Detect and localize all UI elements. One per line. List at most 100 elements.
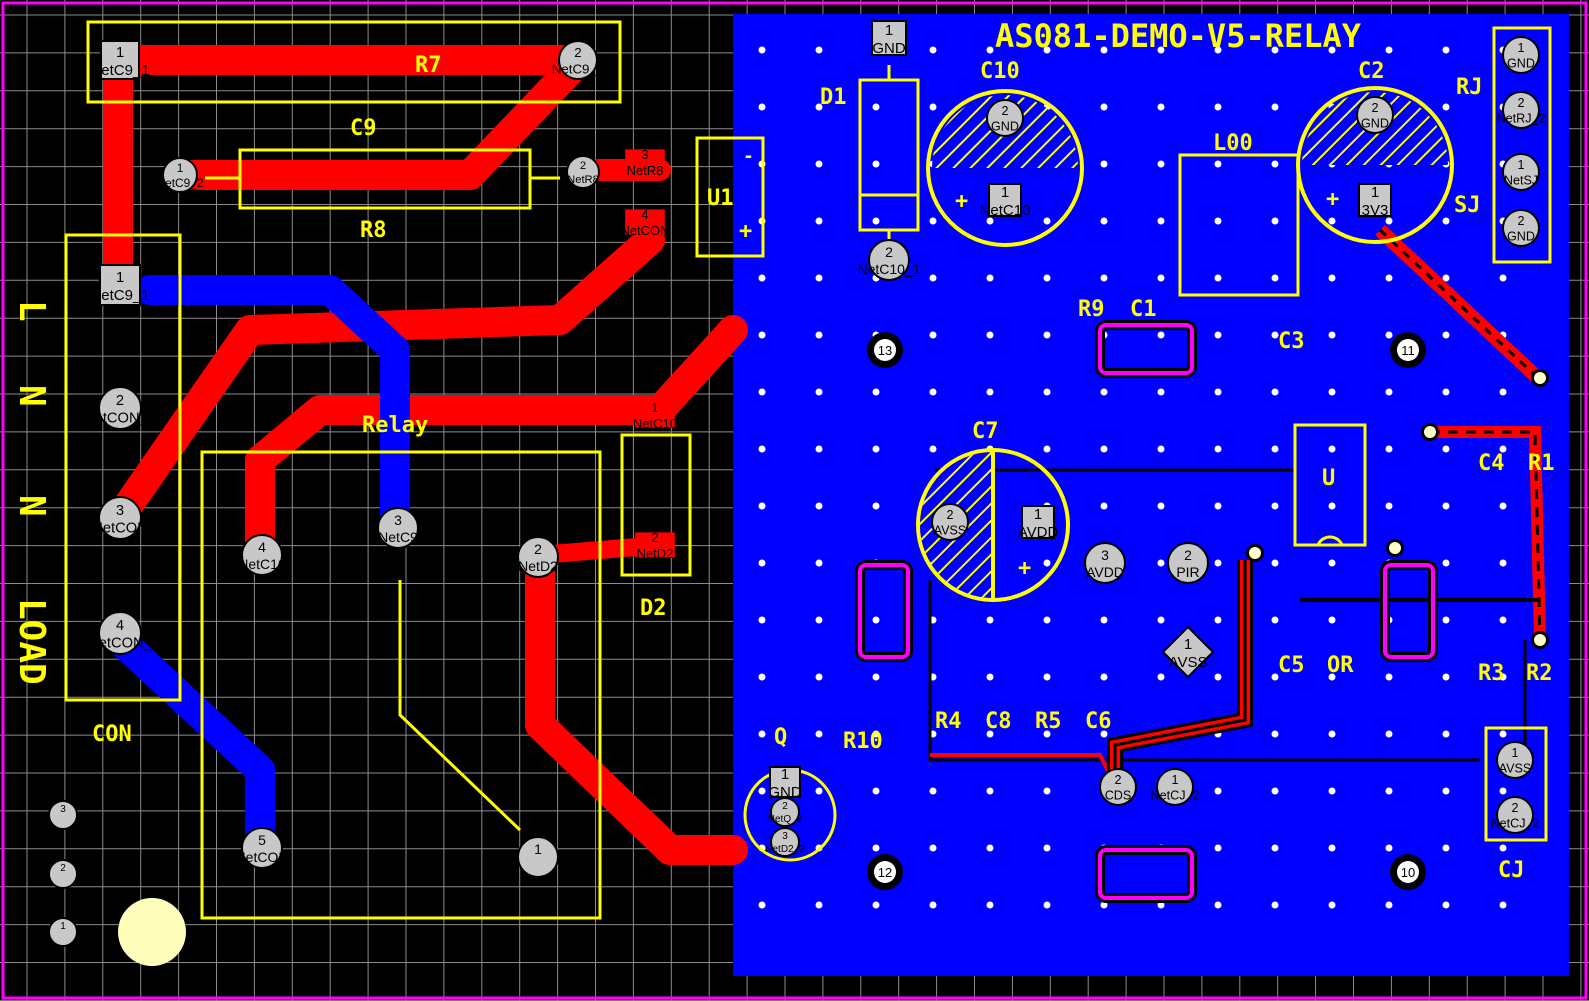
via-dot <box>929 274 937 282</box>
via-dot <box>815 901 823 909</box>
pad-number: 2 <box>1114 773 1121 787</box>
silkscreen-outlines <box>64 20 1552 920</box>
via-dot <box>872 787 880 795</box>
via-dot <box>1157 502 1165 510</box>
via-dot <box>1214 388 1222 396</box>
via-dot <box>758 331 766 339</box>
label-relay: Relay <box>362 413 428 438</box>
via-dot <box>1442 616 1450 624</box>
pad-pin[interactable]: 3 <box>48 800 78 830</box>
via-dot <box>758 445 766 453</box>
via-dot <box>1214 901 1222 909</box>
outline-relay <box>200 450 602 920</box>
via-dot <box>1499 901 1507 909</box>
pad-net-label: CDS <box>1105 789 1132 803</box>
via-dot <box>1043 217 1051 225</box>
via-dot <box>1271 559 1279 567</box>
board-title: AS081-DEMO-V5-RELAY <box>995 17 1362 55</box>
label-r1: R1 <box>1528 451 1555 476</box>
via-dot <box>1214 331 1222 339</box>
via-dot <box>1442 388 1450 396</box>
outline-l00 <box>1178 153 1300 297</box>
via-dot <box>815 616 823 624</box>
via-dot <box>1100 217 1108 225</box>
via-dot <box>1328 445 1336 453</box>
via-dot <box>1328 787 1336 795</box>
via-dot <box>1499 616 1507 624</box>
outline-rj-sj <box>1492 26 1552 264</box>
pad-number: 1 <box>1001 184 1009 201</box>
pad-number: 3 <box>394 512 402 528</box>
outline-r7-c9 <box>86 20 622 104</box>
c10-body <box>926 89 1084 247</box>
label-r4: R4 <box>935 709 962 734</box>
via-dot <box>1100 502 1108 510</box>
bottom-traces <box>105 275 410 865</box>
via-dot <box>929 787 937 795</box>
smd-outlines <box>855 320 1438 903</box>
pad-pin[interactable]: 2 <box>48 859 78 889</box>
via-dot <box>986 274 994 282</box>
via-dot <box>758 559 766 567</box>
via-dot <box>1328 616 1336 624</box>
pad-pin[interactable]: 1 <box>48 917 78 947</box>
pad-number: 1 <box>651 400 658 415</box>
pad-number: 2 <box>1517 96 1524 110</box>
via-dot <box>1157 331 1165 339</box>
via-dot <box>929 901 937 909</box>
pad-number: 3 <box>1101 547 1109 563</box>
label-con: CON <box>92 722 132 747</box>
label-c3: C3 <box>1278 329 1305 354</box>
pad-number: 1 <box>781 766 789 783</box>
via-dot <box>986 787 994 795</box>
pad-number: 4 <box>258 539 266 555</box>
via-dot <box>1271 388 1279 396</box>
label-l00: L00 <box>1213 131 1253 156</box>
fiducial-marker <box>118 898 186 966</box>
pad-pin[interactable]: 1 <box>517 836 559 878</box>
via-dot <box>1442 844 1450 852</box>
via-dot <box>815 787 823 795</box>
